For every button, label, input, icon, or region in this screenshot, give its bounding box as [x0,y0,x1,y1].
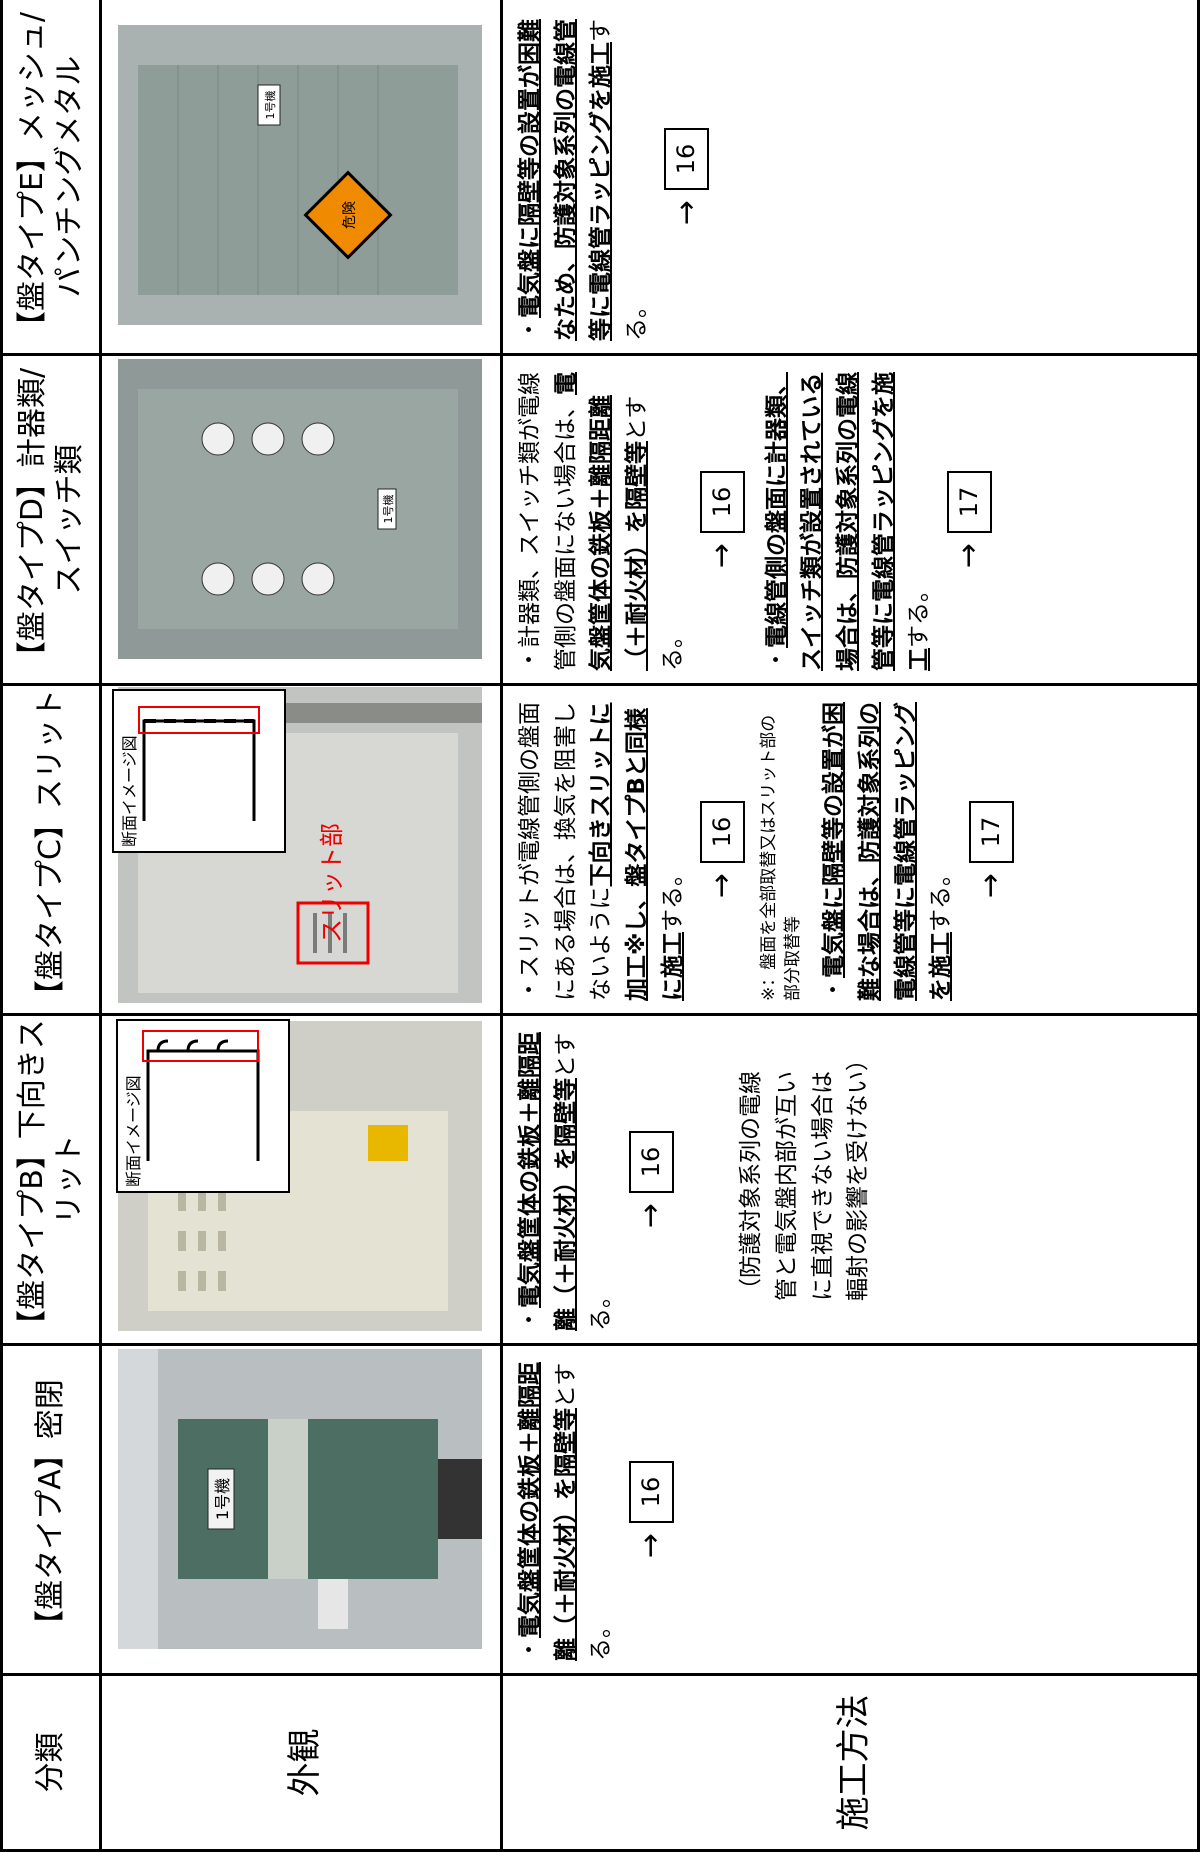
method-c-p2-bold: 電気盤に隔壁等の設置が困難な場合は、防護対象系列の電線管等に電線管ラッピングを施… [821,702,955,1001]
method-c-p2: ・電気盤に隔壁等の設置が困難な場合は、防護対象系列の電線管等に電線管ラッピングを… [817,698,960,1001]
method-cell-d: ・計器類、スイッチ類が電線管側の盤面にない場合は、電気盤筐体の鉄板＋離隔距離（＋… [501,354,1199,685]
photo-cell-a: 1号機 [100,1344,502,1675]
method-b-text: ・電気盤筐体の鉄板＋離隔距離（＋耐火材）を隔壁等とする。 [513,1028,620,1331]
method-e-text: ・電気盤に隔壁等の設置が困難なため、防護対象系列の電線管等に電線管ラッピングを施… [513,12,656,341]
photo-a-plate: 1号機 [213,1478,232,1520]
method-b-ref: → 16 [628,1028,675,1331]
section-diagram-b: 断面イメージ図 [116,1019,290,1193]
method-a-lead: ・ [517,1638,543,1661]
method-c-p2-tail: する。 [928,863,955,932]
arrow-icon: → [632,1532,668,1559]
method-b-lead: ・ [517,1308,543,1331]
header-type-c: 【盤タイプC】スリット [1,684,101,1015]
method-d-p2: ・電線管側の盤面に計器類、スイッチ類が設置されている場合は、防護対象系列の電線管… [760,368,938,671]
method-c-p2-lead: ・ [821,978,848,1001]
ref-box-b: 16 [628,1130,674,1193]
photo-cell-d: 1号機 [100,354,502,685]
method-c-p1: ・スリットが電線管側の盤面にある場合は、換気を阻害しないように下向きスリットに加… [513,698,691,1001]
header-category: 分類 [1,1674,101,1851]
method-e-lead: ・ [517,318,543,341]
arrow-icon: → [972,872,1008,899]
photo-cell-e: 危険 1号機 [100,0,502,355]
header-type-b-text: 【盤タイプB】下向きスリット [14,1019,88,1340]
method-d-ref1: → 16 [699,368,746,671]
ref-box-c2: 17 [968,800,1014,863]
photo-e-plate: 1号機 [263,91,277,120]
method-cell-b: ・電気盤筐体の鉄板＋離隔距離（＋耐火材）を隔壁等とする。 → 16 （防護対象系列… [501,1014,1199,1345]
slit-label: スリット部 [318,823,346,943]
method-a-text: ・電気盤筐体の鉄板＋離隔距離（＋耐火材）を隔壁等とする。 [513,1358,620,1661]
header-type-b: 【盤タイプB】下向きスリット [1,1014,101,1345]
ref-box-e: 16 [664,127,710,190]
arrow-icon: → [668,199,704,226]
arrow-icon: → [704,872,740,899]
method-b-note: （防護対象系列の電線管と電気盤内部が互いに直視できない場合は輻射の影響を受けない… [738,1048,872,1301]
arrow-icon: → [632,1202,668,1229]
photo-type-a: 1号機 [118,1349,482,1649]
row-label-method: 施工方法 [501,1674,1199,1851]
method-e-bold: 電気盤に隔壁等の設置が困難なため、防護対象系列の電線管等に電線管ラッピングを施工 [517,19,615,341]
photo-d-plate: 1号機 [381,495,395,524]
photo-cell-b: 断面イメージ図 [100,1014,502,1345]
ref-box-d1: 16 [699,470,746,533]
arrow-icon: → [704,542,740,569]
header-type-a-text: 【盤タイプA】密閉 [33,1379,69,1640]
method-d-p1: ・計器類、スイッチ類が電線管側の盤面にない場合は、電気盤筐体の鉄板＋離隔距離（＋… [513,368,691,671]
photo-cell-c: 断面イメージ図 スリット部 [100,684,502,1015]
method-e-ref: → 16 [664,12,711,341]
photo-type-d: 1号機 [118,359,482,659]
header-type-c-text: 【盤タイプC】スリット [33,689,69,1010]
header-type-d-text: 【盤タイプD】計器類/スイッチ類 [14,367,88,672]
header-type-e-text: 【盤タイプE】メッシュ/パンチングメタル [14,11,88,342]
arrow-icon: → [950,542,986,569]
ref-box-d2: 17 [946,470,992,533]
header-type-e: 【盤タイプE】メッシュ/パンチングメタル [1,0,101,355]
method-d-p2-tail: する。 [906,579,933,648]
header-type-a: 【盤タイプA】密閉 [1,1344,101,1675]
ref-box-a: 16 [628,1460,674,1523]
header-type-d: 【盤タイプD】計器類/スイッチ類 [1,354,101,685]
photo-type-e: 危険 1号機 [118,25,482,325]
method-a-ref: → 16 [628,1358,675,1661]
ref-box-c1: 16 [699,800,746,863]
method-c-note: ※：盤面を全部取替又はスリット部の部分取替等 [758,714,803,1001]
method-cell-c: ・スリットが電線管側の盤面にある場合は、換気を阻害しないように下向きスリットに加… [501,684,1199,1015]
method-c-ref1: → 16 [699,698,746,1001]
method-c-ref2: → 17 [968,698,1015,1001]
method-d-p1-plain: ・計器類、スイッチ類が電線管側の盤面にない場合は、 [517,372,579,671]
method-d-p2-lead: ・ [763,648,790,671]
photo-e-sign: 危険 [342,201,358,229]
section-diagram-c: 断面イメージ図 [112,689,286,853]
method-d-ref2: → 17 [946,368,993,671]
method-cell-e: ・電気盤に隔壁等の設置が困難なため、防護対象系列の電線管等に電線管ラッピングを施… [501,0,1199,355]
row-label-appearance: 外観 [100,1674,502,1851]
method-c-p1-tail: する。 [659,863,686,932]
method-cell-a: ・電気盤筐体の鉄板＋離隔距離（＋耐火材）を隔壁等とする。 → 16 [501,1344,1199,1675]
